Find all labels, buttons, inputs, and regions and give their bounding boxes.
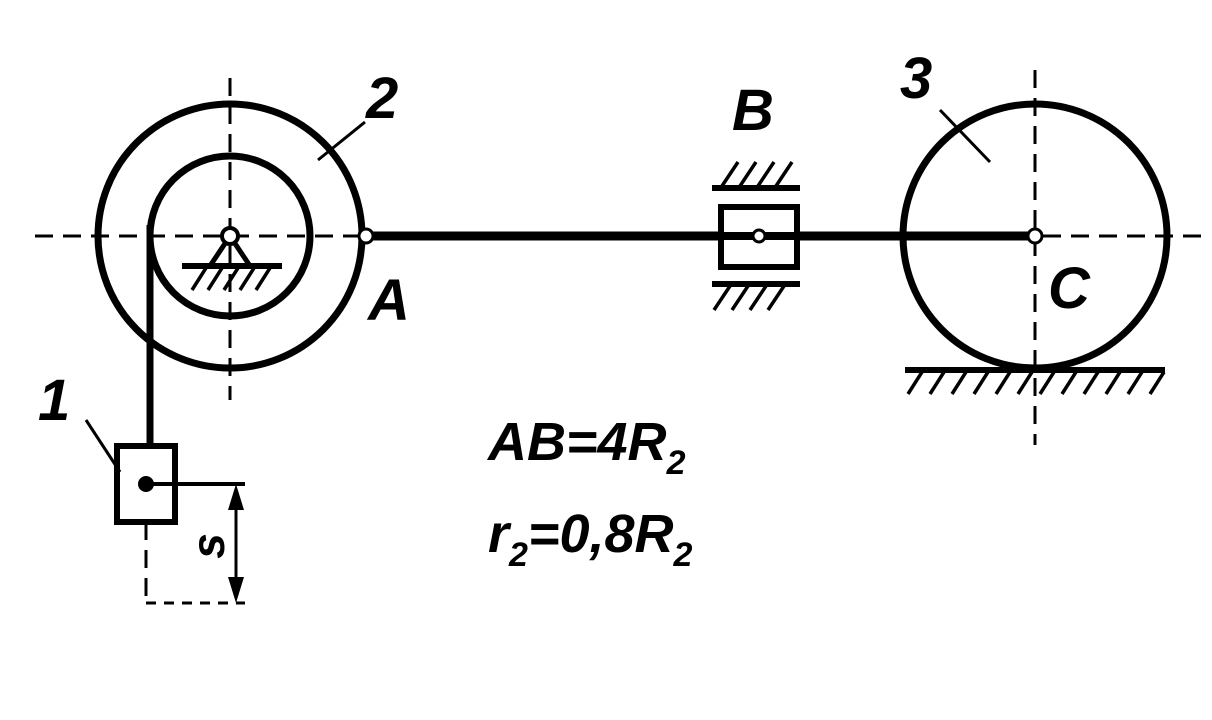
wheel-3 — [899, 100, 1171, 395]
s-arrow-up — [228, 484, 244, 510]
label-point-B: B — [732, 78, 774, 143]
s-arrow-down — [228, 577, 244, 603]
label-point-C: C — [1048, 256, 1091, 321]
label-body-2: 2 — [365, 66, 398, 131]
joint-A — [357, 227, 375, 245]
lower-guide-hatch — [712, 285, 786, 311]
equation-r2-main: =0,8R — [528, 504, 674, 564]
label-body-1: 1 — [38, 368, 70, 433]
upper-guide-hatch — [720, 161, 794, 187]
pivot-pin — [220, 226, 240, 246]
slider-B — [712, 161, 800, 311]
label-body-3: 3 — [900, 46, 932, 111]
label-coordinate-s: s — [182, 533, 234, 559]
equation-r2-r-subscript: 2 — [508, 536, 528, 574]
equation-r2-subscript: 2 — [673, 536, 693, 574]
equation-r2-r: r — [488, 504, 512, 564]
rolling-surface-hatch — [906, 371, 1166, 395]
weight-1 — [84, 419, 245, 605]
equation-ab-subscript: 2 — [666, 444, 686, 482]
label2-leader — [317, 120, 366, 162]
equation-ab-main: AB=4R — [486, 412, 667, 472]
joint-C — [1026, 227, 1044, 245]
label3-leader — [938, 108, 992, 164]
label-point-A: A — [366, 268, 410, 333]
pivot-ground-hatch — [190, 267, 272, 291]
label1-leader — [84, 419, 122, 473]
equation-r2: r2=0,8R2 — [488, 504, 693, 574]
slider-pin — [751, 228, 767, 244]
equation-ab: AB=4R2 — [486, 412, 686, 482]
